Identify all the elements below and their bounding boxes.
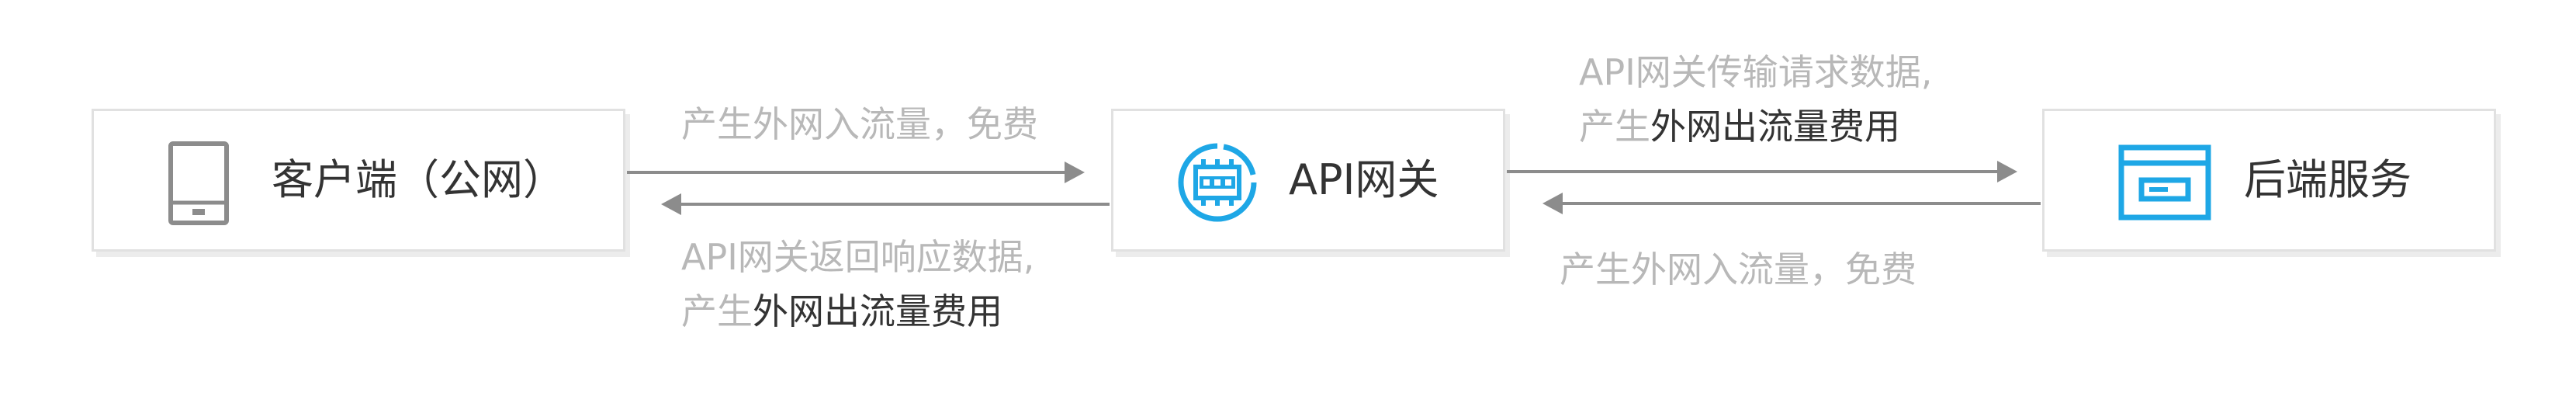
api-gateway-icon	[1178, 143, 1257, 222]
arrow-client-to-gateway	[627, 162, 1085, 183]
client-node: 客户端（公网）	[92, 109, 625, 252]
note-line: 产生外网出流量费用	[1579, 99, 1932, 154]
note-muted: 产生	[681, 290, 753, 332]
server-icon	[2118, 144, 2211, 221]
backend-node: 后端服务	[2042, 109, 2496, 252]
gateway-label: API网关	[1289, 155, 1439, 204]
note-highlight: 外网出流量费用	[1650, 106, 1900, 148]
arrow-gateway-to-client	[661, 193, 1110, 215]
backend-label: 后端服务	[2244, 155, 2412, 204]
arrow-gateway-to-backend	[1507, 161, 2017, 182]
note-line: 产生外网入流量，免费	[1560, 248, 1916, 290]
note-muted: 产生	[1579, 106, 1650, 148]
note-gateway-to-client: API网关返回响应数据, 产生外网出流量费用	[681, 230, 1034, 339]
note-highlight: 外网出流量费用	[753, 290, 1002, 332]
tablet-icon	[168, 141, 229, 225]
note-line: API网关传输请求数据,	[1579, 51, 1933, 93]
note-line: 产生外网入流量，免费	[681, 103, 1038, 145]
note-client-to-gateway: 产生外网入流量，免费	[681, 97, 1038, 151]
note-gateway-to-backend: API网关传输请求数据, 产生外网出流量费用	[1579, 45, 1932, 154]
gateway-node: API网关	[1111, 109, 1505, 252]
client-label: 客户端（公网）	[272, 155, 565, 204]
note-line: API网关返回响应数据,	[681, 236, 1035, 278]
arrow-backend-to-gateway	[1542, 193, 2041, 214]
note-backend-to-gateway: 产生外网入流量，免费	[1560, 242, 1916, 297]
note-line: 产生外网出流量费用	[681, 284, 1034, 339]
